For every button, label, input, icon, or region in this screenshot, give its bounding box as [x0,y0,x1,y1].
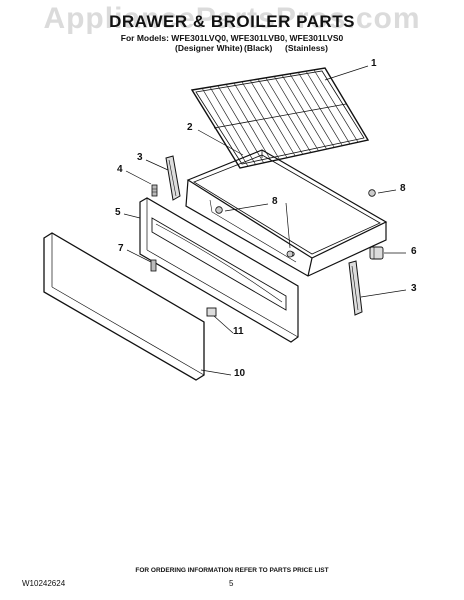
screw-part-7 [150,259,157,272]
callout-1: 1 [371,58,377,69]
callout-8-center: 8 [272,196,278,207]
callout-2: 2 [187,122,193,133]
callout-10: 10 [234,368,246,379]
variant-stainless: (Stainless) [285,43,328,53]
drawer-slide-bracket-right [348,260,363,316]
screw-part-8-b [368,189,376,197]
callout-5: 5 [115,207,121,218]
drawer-front-panel [43,232,205,381]
models-subtitle: For Models: WFE301LVQ0, WFE301LVB0, WFE3… [120,33,344,43]
screw-part-8-c [286,250,294,258]
document-id: W10242624 [22,579,66,588]
clip-part-11 [206,307,217,317]
drawer-slide-bracket-left [165,155,181,201]
drawer-pan [185,149,388,277]
callout-3-right: 3 [411,283,417,294]
leader-lines [123,65,407,376]
callout-7: 7 [118,243,124,254]
drawer-inner-panel [139,197,299,343]
roller-part-6 [369,246,384,260]
screw-part-8-a [215,206,223,214]
page-title: DRAWER & BROILER PARTS [109,12,355,31]
broiler-rack [190,67,370,169]
callout-4: 4 [117,164,123,175]
page-number: 5 [229,579,234,588]
screw-part-4 [151,184,158,197]
variant-black: (Black) [244,43,273,53]
variant-designer-white: (Designer White) [175,43,243,53]
ordering-info-note: FOR ORDERING INFORMATION REFER TO PARTS … [135,567,329,574]
callout-3-left: 3 [137,152,143,163]
callout-11: 11 [233,326,244,337]
callout-6: 6 [411,246,417,257]
callout-8-right: 8 [400,183,406,194]
